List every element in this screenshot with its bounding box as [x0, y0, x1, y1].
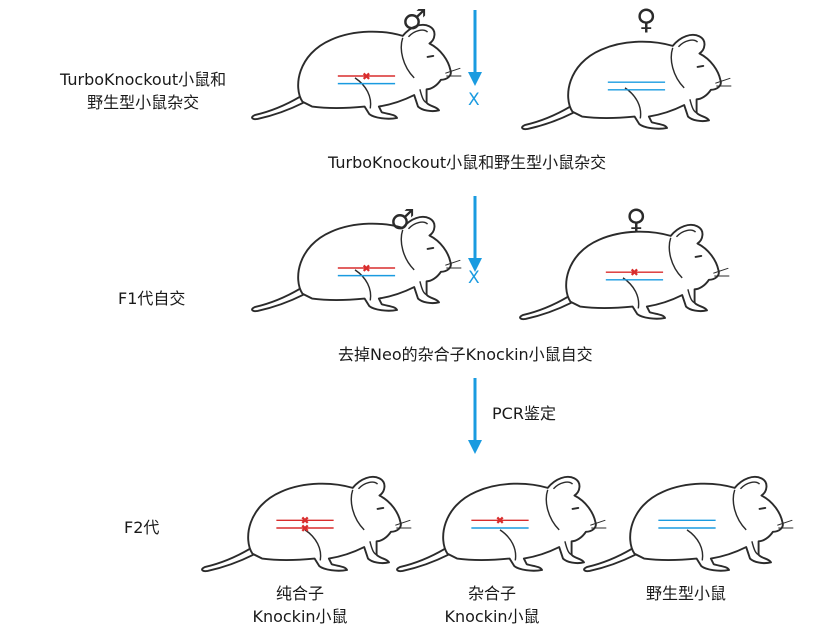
- heterozygous-label: 杂合子 Knockin小鼠: [432, 582, 552, 628]
- wildtype-label: 野生型小鼠: [626, 582, 746, 605]
- heterozygous-label-line2: Knockin小鼠: [444, 607, 540, 626]
- wildtype-label-line1: 野生型小鼠: [645, 584, 726, 603]
- mouse-male-knockout: ✖: [251, 23, 462, 121]
- mouse-male-f1: ✖: [251, 215, 462, 313]
- row1-side-label-line1: TurboKnockout小鼠和: [60, 70, 227, 89]
- mouse-heterozygous: ✖: [396, 475, 607, 573]
- mouse-wildtype-f2: [583, 475, 794, 573]
- male-symbol-f1: ♂: [390, 203, 416, 236]
- mutation-x-mark: ✖: [630, 267, 639, 279]
- arrow-down-1: [468, 10, 482, 86]
- cross-symbol-1: X: [468, 90, 480, 110]
- homozygous-label-line2: Knockin小鼠: [252, 607, 348, 626]
- arrow-down-2: [468, 196, 482, 272]
- male-symbol: ♂: [402, 3, 428, 36]
- row1-side-label: TurboKnockout小鼠和 野生型小鼠杂交: [60, 68, 226, 114]
- row1-caption: TurboKnockout小鼠和野生型小鼠杂交: [328, 153, 607, 172]
- row1-side-label-line2: 野生型小鼠杂交: [87, 93, 200, 112]
- mouse-female-wildtype: [521, 33, 732, 131]
- row2-side-label: F1代自交: [118, 289, 186, 308]
- female-symbol-f1: ♀: [626, 203, 647, 236]
- row2-caption: 去掉Neo的杂合子Knockin小鼠自交: [338, 345, 593, 364]
- homozygous-label: 纯合子 Knockin小鼠: [240, 582, 360, 628]
- heterozygous-label-line1: 杂合子: [467, 584, 516, 603]
- pcr-label: PCR鉴定: [492, 404, 556, 423]
- mutation-x-mark: ✖: [362, 71, 371, 83]
- mouse-female-f1: ✖: [519, 223, 730, 321]
- mutation-x-mark: ✖: [496, 515, 505, 527]
- cross-symbol-2: X: [468, 268, 480, 288]
- mutation-x-mark: ✖: [362, 263, 371, 275]
- mouse-homozygous: ✖ ✖: [201, 475, 412, 573]
- arrow-down-3: [468, 378, 482, 454]
- mutation-x-mark: ✖: [301, 515, 310, 527]
- female-symbol: ♀: [636, 3, 657, 36]
- row3-side-label: F2代: [124, 518, 160, 537]
- homozygous-label-line1: 纯合子: [275, 584, 324, 603]
- mutation-x-mark: ✖: [301, 523, 310, 535]
